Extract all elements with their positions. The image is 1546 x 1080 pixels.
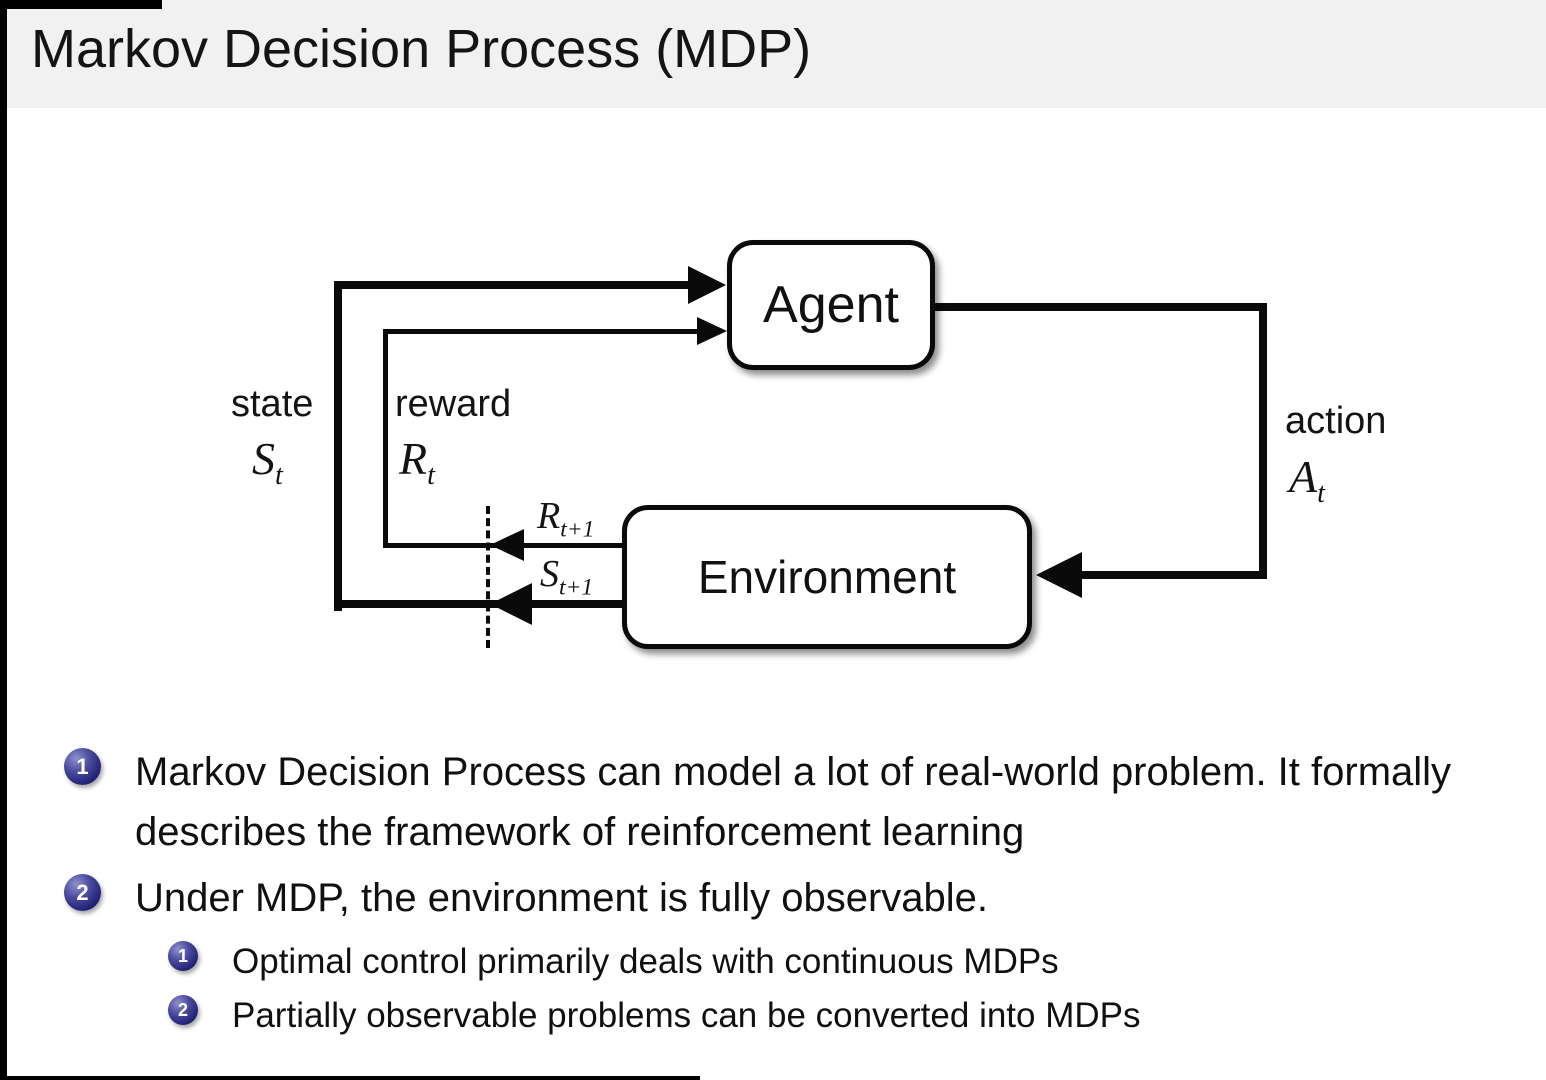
action-arrowhead-icon [1036,552,1082,598]
reward-line-vertical [383,329,388,547]
sub-bullet-number-badge: 1 [168,941,198,971]
action-line-top [930,303,1267,311]
bullet-number-badge: 2 [64,874,101,911]
reward-arrowhead-icon [697,317,727,345]
action-symbol: At [1289,451,1326,510]
sub-bullet-text: Partially observable problems can be con… [232,996,1141,1035]
state-line-vertical [334,281,342,611]
bullet-number-badge: 1 [64,748,101,785]
state-line-top [337,281,690,289]
sub-list-item: 2 Partially observable problems can be c… [168,990,1528,1042]
action-line-vertical [1259,303,1267,579]
reward-label: reward [395,383,512,425]
timestep-boundary-dashed-line [486,506,490,648]
next-reward-arrowhead-icon [490,529,524,561]
bottom-edge-border [0,1076,700,1080]
left-edge-border [0,0,7,1080]
top-edge-border [0,0,162,9]
sub-bullet-text: Optimal control primarily deals with con… [232,942,1059,981]
state-symbol: St [252,433,283,492]
title-band: Markov Decision Process (MDP) [7,0,1546,108]
bullet-text: Under MDP, the environment is fully obse… [135,876,989,920]
list-item: 2 Under MDP, the environment is fully ob… [64,868,1534,928]
next-state-line [334,600,632,608]
action-label: action [1285,400,1387,442]
next-state-symbol: St+1 [540,553,594,601]
next-reward-symbol: Rt+1 [537,495,595,543]
state-label: state [231,383,314,425]
list-item: 1 Markov Decision Process can model a lo… [64,742,1534,862]
sub-list-item: 1 Optimal control primarily deals with c… [168,936,1528,988]
agent-box: Agent [727,240,935,370]
page-title: Markov Decision Process (MDP) [31,19,812,79]
agent-label: Agent [763,276,899,334]
environment-box: Environment [622,505,1032,649]
reward-line-top [383,329,697,334]
reward-symbol: Rt [399,433,436,492]
bullet-text: Markov Decision Process can model a lot … [135,750,1452,854]
next-state-arrowhead-icon [490,583,532,625]
action-line-bottom [1080,571,1267,579]
environment-label: Environment [697,551,957,603]
sub-bullet-number-badge: 2 [168,995,198,1025]
state-arrowhead-icon [688,266,726,304]
